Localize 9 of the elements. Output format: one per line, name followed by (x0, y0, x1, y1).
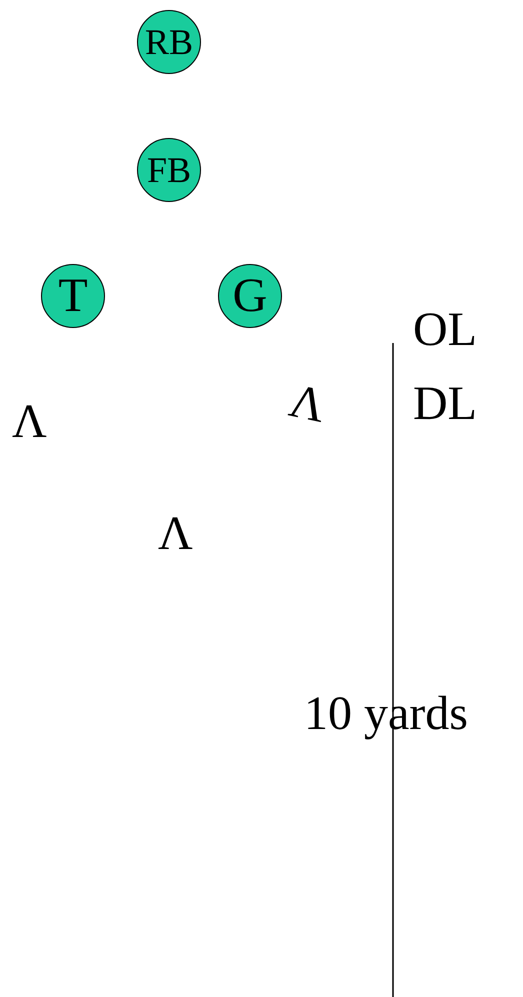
defender-symbol: Λ (12, 398, 47, 446)
defender-symbol: Λ (285, 376, 330, 432)
line-label: DL (413, 380, 477, 428)
defender-symbol: Λ (158, 510, 193, 558)
position-label: RB (144, 24, 194, 60)
position-label: T (58, 272, 88, 320)
position-label: G (232, 272, 268, 320)
line-label: OL (413, 306, 477, 354)
position-label: FB (146, 152, 192, 188)
